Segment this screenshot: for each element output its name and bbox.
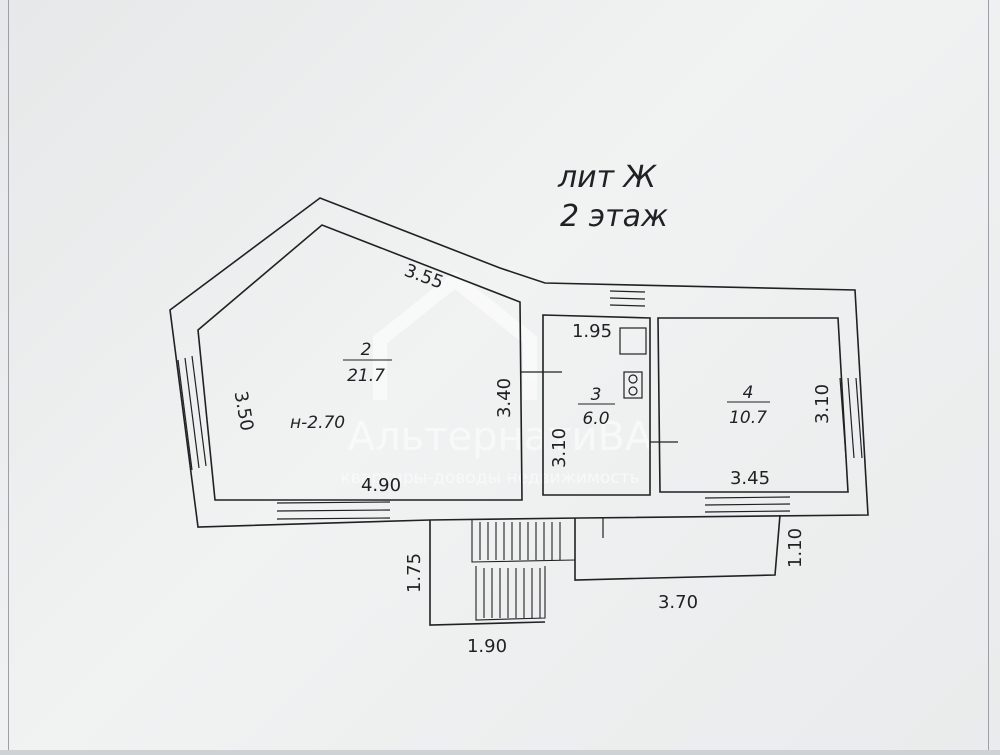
watermark-brand: АльтернатиВА <box>348 414 653 460</box>
window-bottom-right <box>704 496 791 513</box>
stair-outline <box>429 520 546 626</box>
sink-icon <box>619 327 647 355</box>
paper-edge-line <box>8 0 9 750</box>
terrace-outline <box>574 514 781 581</box>
dim-room4-bottom: 3.45 <box>730 468 770 489</box>
floor-label: 2 этаж <box>560 199 668 234</box>
dim-room4-right: 3.10 <box>812 384 833 424</box>
dim-room2-right: 3.40 <box>494 378 515 418</box>
dim-stair-bottom: 1.90 <box>467 636 507 657</box>
room-4-inner-wall <box>657 317 849 493</box>
room-2-area: 21.7 <box>347 366 385 386</box>
dim-terrace-bottom: 3.70 <box>658 592 698 613</box>
vent-top <box>609 290 646 307</box>
walls <box>169 197 869 626</box>
window-bottom-left <box>276 501 391 520</box>
window-right <box>839 377 863 459</box>
building-letter: лит Ж <box>557 160 658 195</box>
room-2-height: н-2.70 <box>290 413 345 433</box>
window-left <box>177 355 207 471</box>
stove-icon <box>623 371 643 399</box>
room-3-inner-wall <box>542 314 651 496</box>
fixtures <box>520 327 678 538</box>
room-4-number: 4 <box>743 383 754 403</box>
room-2-number: 2 <box>361 340 372 360</box>
outer-wall <box>169 197 869 528</box>
burner-icon <box>628 374 638 384</box>
dim-stair-left: 1.75 <box>404 553 425 593</box>
dim-room3-left: 3.10 <box>549 428 570 468</box>
burner-icon <box>628 386 638 396</box>
windows <box>177 290 863 520</box>
stairs <box>471 520 576 621</box>
paper-edge-line <box>988 0 989 750</box>
dim-terrace-right: 1.10 <box>785 528 806 568</box>
watermark: АльтернатиВА квартиры-доводы недвижимост… <box>340 271 653 488</box>
dim-room2-bottom: 4.90 <box>361 475 401 496</box>
room-3-area: 6.0 <box>582 409 609 429</box>
dim-room2-left: 3.50 <box>230 389 258 432</box>
dim-room3-top: 1.95 <box>572 321 612 342</box>
watermark-tagline: квартиры-доводы недвижимость <box>340 468 639 488</box>
room-2-inner-wall <box>197 224 523 501</box>
room-4-area: 10.7 <box>729 408 767 428</box>
dim-room2-top: 3.55 <box>401 260 446 293</box>
room-3-number: 3 <box>591 385 602 405</box>
